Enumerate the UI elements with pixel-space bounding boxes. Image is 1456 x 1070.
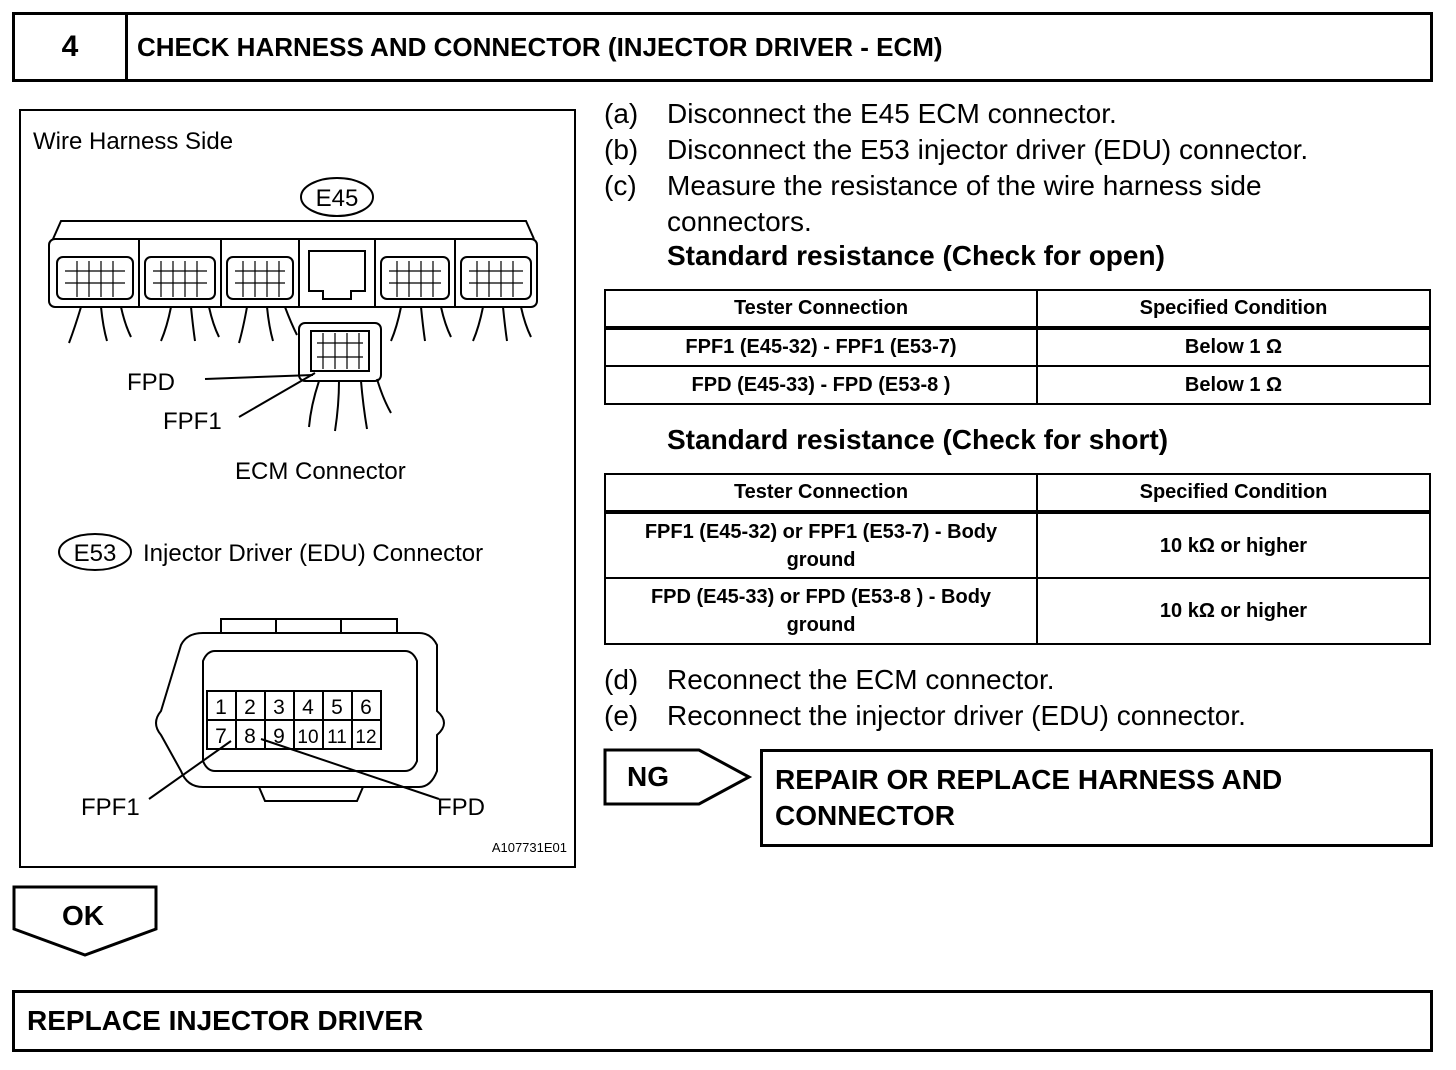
table-header-cell: Specified Condition xyxy=(1036,473,1431,514)
table-row: FPD (E45-33) - FPD (E53-8 ) Below 1 Ω xyxy=(604,365,1431,405)
short-check-table: Tester Connection Specified Condition FP… xyxy=(604,473,1431,645)
instruction-text: Measure the resistance of the wire harne… xyxy=(667,170,1262,201)
edu-pin: 7 xyxy=(215,725,227,748)
instruction-text: Reconnect the ECM connector. xyxy=(667,664,1055,695)
table-cell: Below 1 Ω xyxy=(1036,327,1431,367)
table-row: FPF1 (E45-32) - FPF1 (E53-7) Below 1 Ω xyxy=(604,327,1431,367)
edu-label-fpf1: FPF1 xyxy=(81,794,140,821)
open-check-table: Tester Connection Specified Condition FP… xyxy=(604,289,1431,405)
table-header-cell: Tester Connection xyxy=(604,473,1038,514)
edu-label-fpd: FPD xyxy=(437,794,485,821)
ng-result-line2: CONNECTOR xyxy=(775,800,955,831)
edu-pin: 1 xyxy=(215,696,227,719)
table-row: FPD (E45-33) or FPD (E53-8 ) - Body grou… xyxy=(604,577,1431,645)
step-number: 4 xyxy=(15,15,128,79)
edu-pin: 5 xyxy=(331,696,343,719)
table-cell: FPF1 (E45-32) - FPF1 (E53-7) xyxy=(604,327,1038,367)
instruction-text: Disconnect the E53 injector driver (EDU)… xyxy=(667,134,1309,165)
edu-pin: 12 xyxy=(355,727,376,748)
wiring-figure: Wire Harness Side E45 xyxy=(19,109,576,868)
table-cell: 10 kΩ or higher xyxy=(1036,577,1431,645)
edu-pin: 8 xyxy=(244,725,256,748)
e45-oval xyxy=(300,177,374,217)
final-action-text: REPLACE INJECTOR DRIVER xyxy=(27,1005,424,1036)
edu-pin-labels: 1 2 3 4 5 6 7 8 9 10 11 12 xyxy=(215,696,376,748)
instruction-label: (a) xyxy=(604,98,639,129)
table-cell: FPD (E45-33) or FPD (E53-8 ) - Body grou… xyxy=(604,577,1038,645)
instruction-label: (e) xyxy=(604,700,639,731)
instruction-label: (b) xyxy=(604,134,639,165)
step-header: 4 CHECK HARNESS AND CONNECTOR (INJECTOR … xyxy=(12,12,1433,82)
edu-pin: 2 xyxy=(244,696,256,719)
instruction-item: (c) Measure the resistance of the wire h… xyxy=(604,168,1434,240)
table-header-cell: Tester Connection xyxy=(604,289,1038,330)
instruction-text: Reconnect the injector driver (EDU) conn… xyxy=(667,700,1246,731)
table-row: FPF1 (E45-32) or FPF1 (E53-7) - Body gro… xyxy=(604,511,1431,579)
instruction-list: (a) Disconnect the E45 ECM connector. (b… xyxy=(604,96,1434,246)
instruction-list-after: (d) Reconnect the ECM connector. (e) Rec… xyxy=(604,662,1434,734)
instruction-item: (d) Reconnect the ECM connector. xyxy=(604,662,1434,698)
open-check-title: Standard resistance (Check for open) xyxy=(667,240,1165,271)
e45-code: E45 xyxy=(316,185,359,212)
table-header-cell: Specified Condition xyxy=(1036,289,1431,330)
side-label: Wire Harness Side xyxy=(33,128,233,155)
instruction-item: (e) Reconnect the injector driver (EDU) … xyxy=(604,698,1434,734)
edu-pin: 4 xyxy=(302,696,314,719)
ok-arrow: OK xyxy=(12,885,158,957)
ng-result-box: REPAIR OR REPLACE HARNESS AND CONNECTOR xyxy=(760,749,1433,847)
ng-label: NG xyxy=(627,761,669,792)
ecm-label-fpf1: FPF1 xyxy=(163,408,222,435)
fpd-leader xyxy=(204,374,314,380)
edu-pin: 6 xyxy=(360,696,372,719)
table-header-row: Tester Connection Specified Condition xyxy=(604,473,1431,514)
e53-oval xyxy=(58,533,132,571)
ok-label: OK xyxy=(62,900,104,931)
table-cell: FPD (E45-33) - FPD (E53-8 ) xyxy=(604,365,1038,405)
ecm-connector-label: ECM Connector xyxy=(235,458,406,485)
table-cell: FPF1 (E45-32) or FPF1 (E53-7) - Body gro… xyxy=(604,511,1038,579)
ng-arrow: NG xyxy=(603,748,753,806)
instruction-text: Disconnect the E45 ECM connector. xyxy=(667,98,1117,129)
edu-fpf1-leader xyxy=(148,740,232,800)
table-cell: Below 1 Ω xyxy=(1036,365,1431,405)
figure-id: A107731E01 xyxy=(492,840,567,855)
edu-pin: 11 xyxy=(327,727,347,748)
instruction-text-continued: connectors. xyxy=(667,206,812,237)
ecm-label-fpd: FPD xyxy=(127,369,175,396)
instruction-item: (a) Disconnect the E45 ECM connector. xyxy=(604,96,1434,132)
instruction-label: (c) xyxy=(604,170,637,201)
short-check-title: Standard resistance (Check for short) xyxy=(667,424,1169,455)
ng-result-line1: REPAIR OR REPLACE HARNESS AND xyxy=(775,764,1283,795)
edu-pin: 3 xyxy=(273,696,285,719)
ecm-connector xyxy=(48,220,538,432)
edu-connector-label: Injector Driver (EDU) Connector xyxy=(143,540,483,567)
edu-connector xyxy=(155,618,445,802)
edu-pin-grid xyxy=(206,690,382,750)
table-cell: 10 kΩ or higher xyxy=(1036,511,1431,579)
edu-pin: 9 xyxy=(273,725,285,748)
edu-pin: 10 xyxy=(297,727,318,748)
instruction-item: (b) Disconnect the E53 injector driver (… xyxy=(604,132,1434,168)
edu-fpd-leader xyxy=(260,738,440,800)
connector-illustration: Wire Harness Side E45 xyxy=(33,128,567,855)
fpf1-leader xyxy=(238,372,316,418)
e53-code: E53 xyxy=(74,540,117,567)
instruction-label: (d) xyxy=(604,664,639,695)
step-title: CHECK HARNESS AND CONNECTOR (INJECTOR DR… xyxy=(137,31,943,62)
final-action-box: REPLACE INJECTOR DRIVER xyxy=(12,990,1433,1052)
table-header-row: Tester Connection Specified Condition xyxy=(604,289,1431,330)
